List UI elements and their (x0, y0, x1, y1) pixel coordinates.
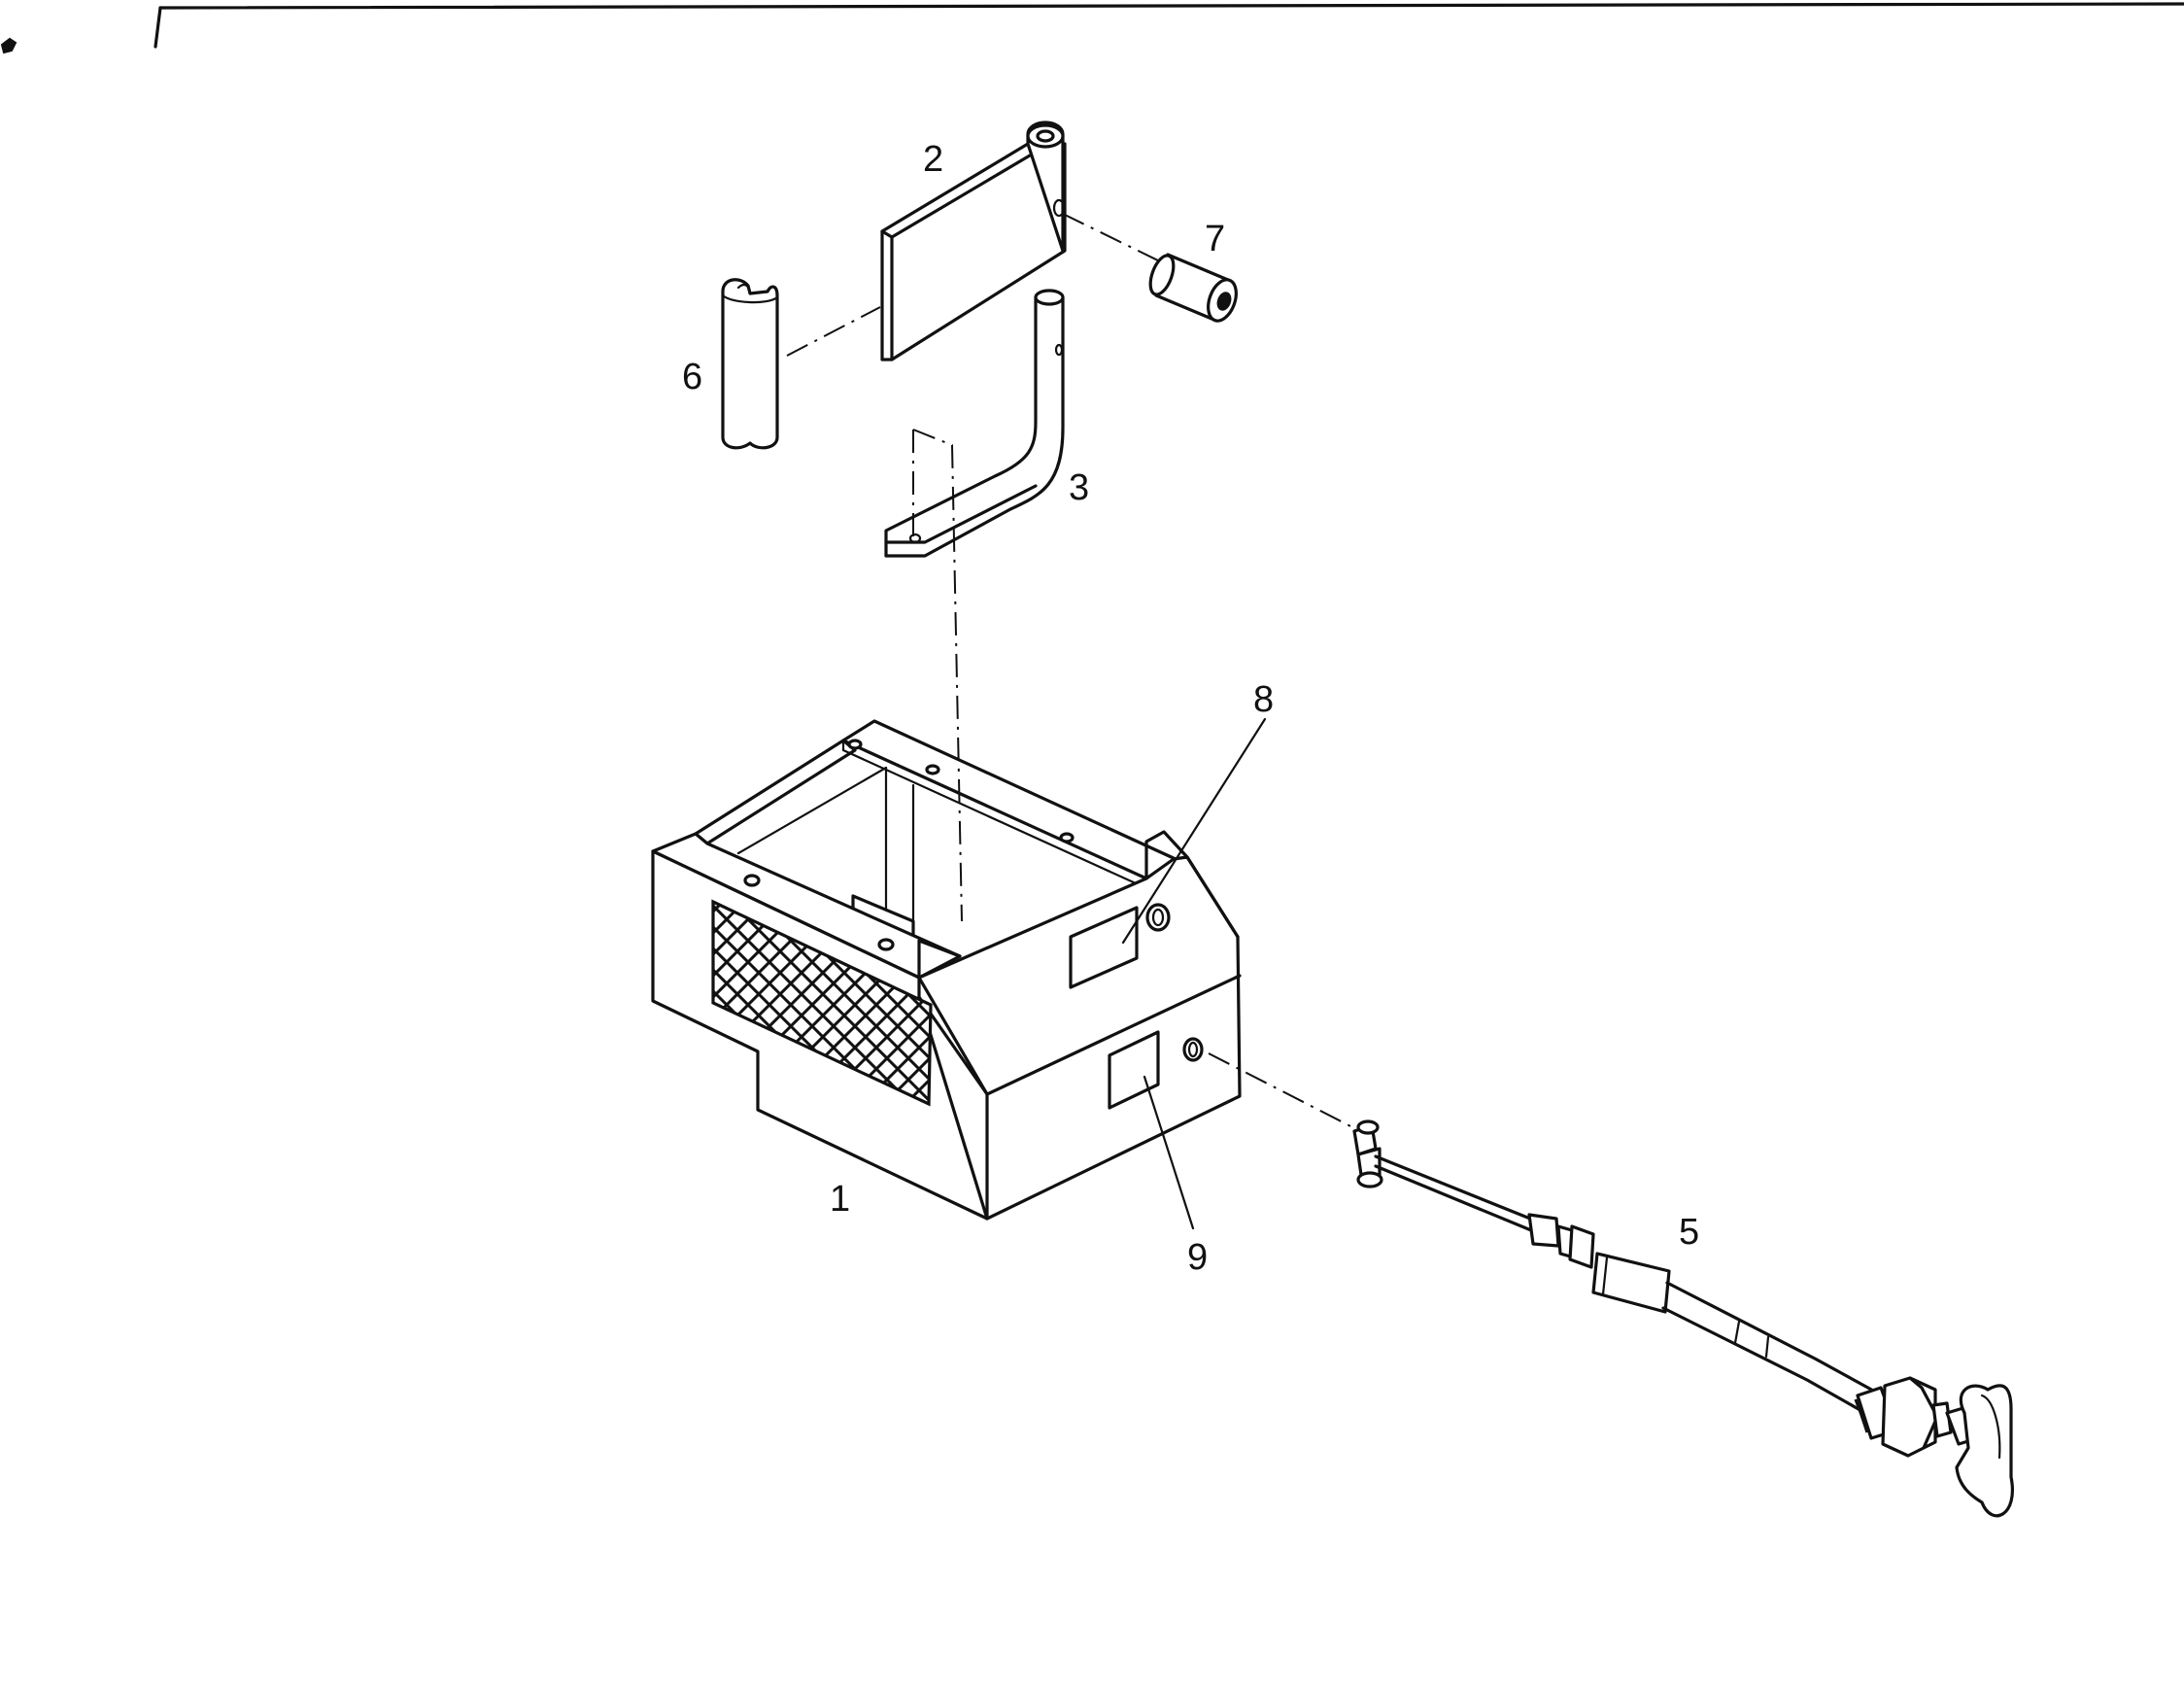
centerlines (786, 213, 1361, 1132)
callout-2: 2 (923, 139, 943, 180)
label-plate-8 (1069, 906, 1139, 989)
callout-7: 7 (1205, 219, 1225, 259)
callout-labels: 2 7 6 3 8 1 9 5 (682, 139, 1699, 1278)
plate-hole-icon (1052, 198, 1066, 218)
corner-mark (0, 37, 17, 54)
part-5-cable (1352, 1119, 2014, 1518)
fitting-upper-icon (1145, 903, 1171, 932)
fitting-lower-icon (1182, 1037, 1204, 1062)
part-6-clip (721, 278, 779, 450)
callout-1: 1 (830, 1179, 850, 1220)
callout-3: 3 (1069, 467, 1089, 508)
part-2-plate (880, 120, 1067, 362)
callout-6: 6 (682, 357, 702, 397)
grille-mesh (711, 899, 933, 1107)
callout-5: 5 (1679, 1212, 1699, 1253)
callout-9: 9 (1187, 1237, 1208, 1278)
part-1-housing (651, 719, 1242, 1221)
label-plate-9 (1108, 1030, 1160, 1110)
leader-lines (1121, 717, 1267, 1230)
part-7-bushing (1148, 253, 1238, 323)
page-frame (0, 2, 2184, 54)
callout-8: 8 (1253, 679, 1274, 720)
part-3-rod (884, 289, 1065, 558)
